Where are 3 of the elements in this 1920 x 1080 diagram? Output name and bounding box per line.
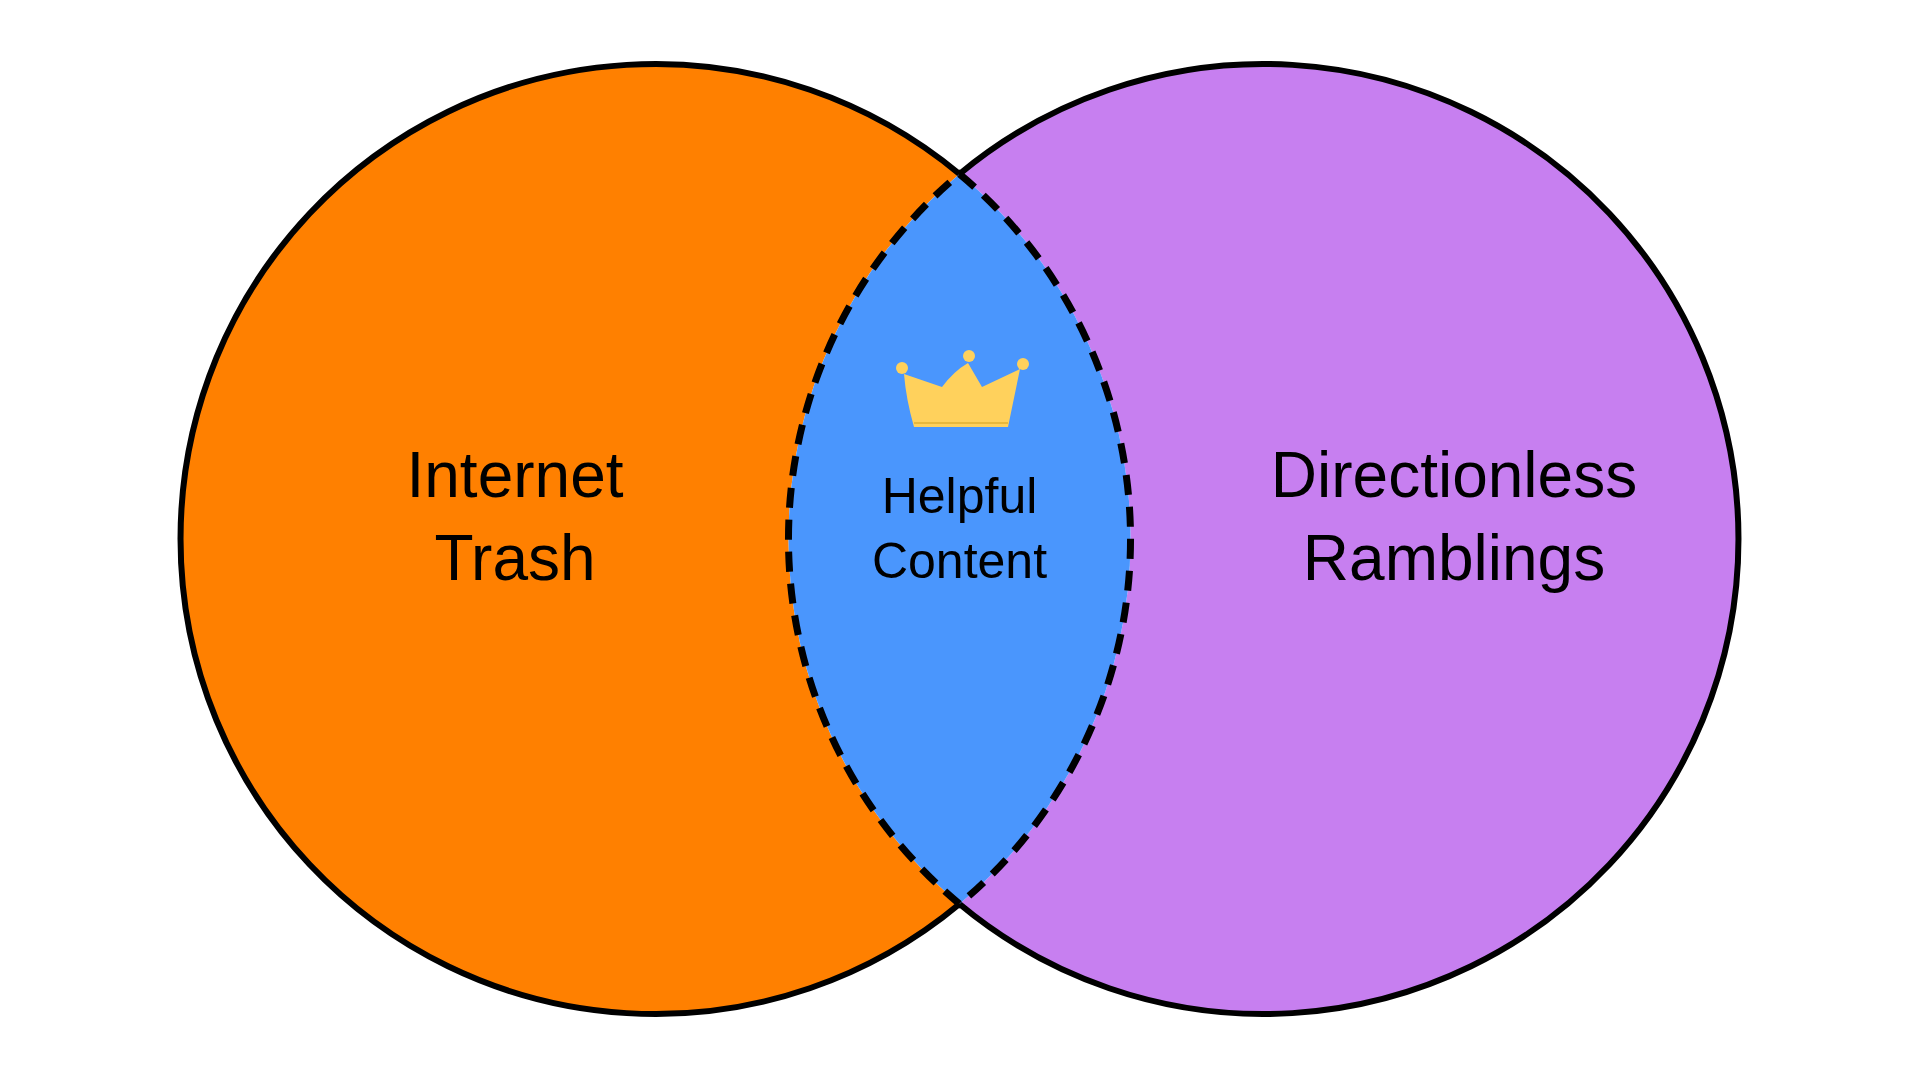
set-label: Helpful Content (870, 467, 1049, 591)
set-label: Directionless Ramblings (1269, 438, 1639, 597)
set-label: Internet Trash (405, 438, 625, 597)
